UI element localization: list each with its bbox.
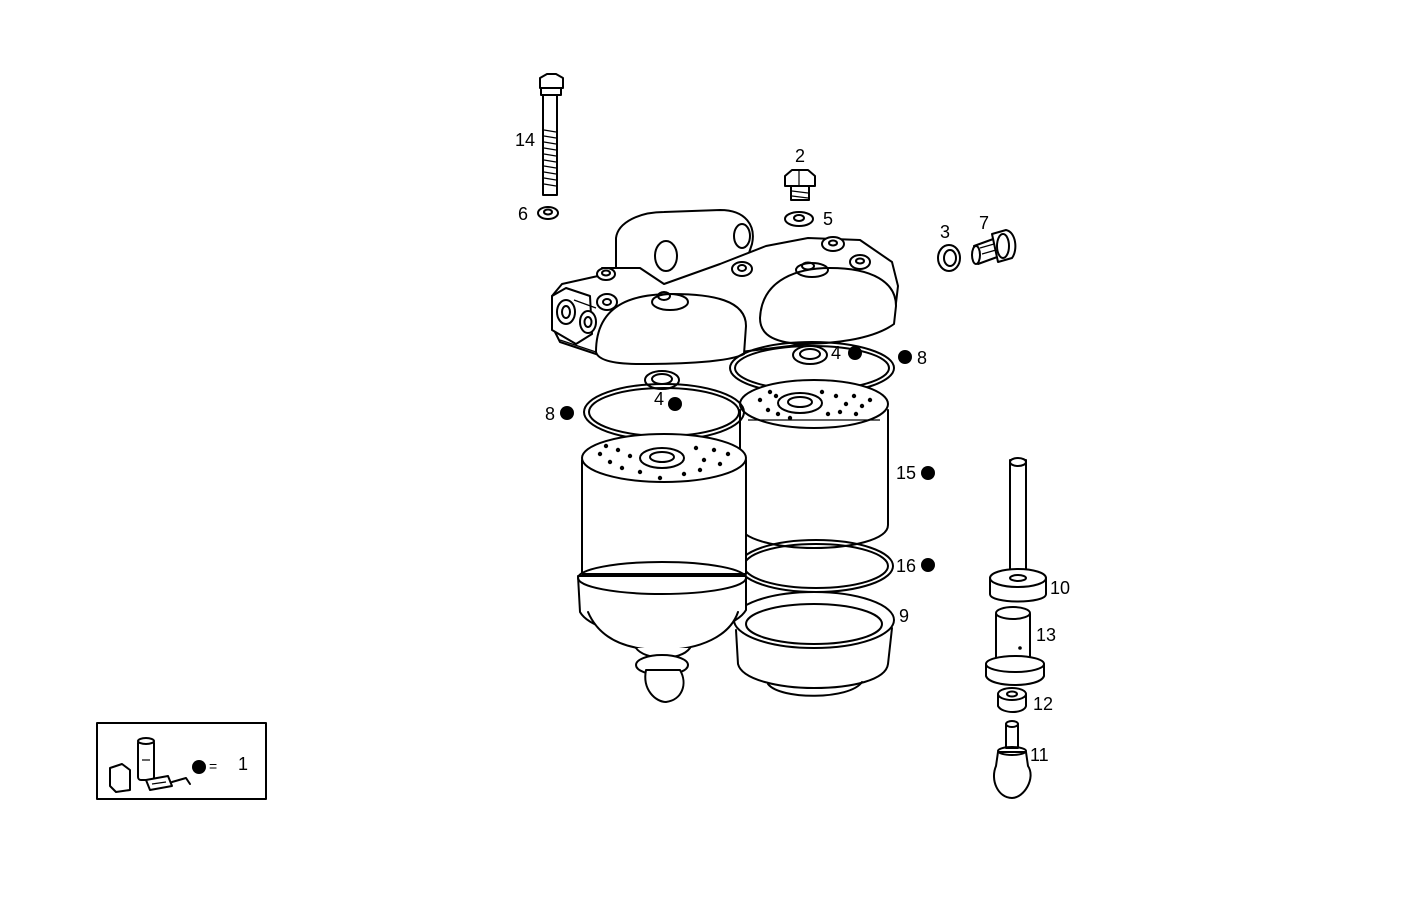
callout-14: 14 (515, 130, 535, 150)
callout-13: 13 (1036, 625, 1056, 645)
callout-9: 9 (899, 606, 909, 626)
kit-dot-8-right (898, 350, 912, 364)
part-9-bowl (733, 591, 895, 697)
callout-15: 15 (896, 463, 916, 483)
part-3-seal (937, 244, 961, 272)
callouts: 14 6 2 5 3 7 4 8 8 4 15 16 9 10 13 12 11 (515, 130, 1070, 765)
callout-11: 11 (1030, 745, 1049, 765)
callout-3: 3 (940, 222, 950, 242)
legend-equals: = (209, 758, 217, 774)
part-10-tube-and-washer (989, 457, 1047, 603)
kit-dot-legend (192, 760, 206, 774)
kit-dot-15 (921, 466, 935, 480)
callout-6: 6 (518, 204, 528, 224)
repair-kit-icon (109, 737, 191, 793)
part-5-washer (784, 211, 814, 227)
kit-dot-16 (921, 558, 935, 572)
callout-4-left: 4 (654, 389, 664, 409)
kit-dot-4-right (848, 346, 862, 360)
callout-8-right: 8 (917, 348, 927, 368)
callout-8-left: 8 (545, 404, 555, 424)
callout-16: 16 (896, 556, 916, 576)
part-6-washer (537, 206, 559, 220)
part-15-filter-element (739, 379, 889, 549)
part-12-nut (997, 687, 1027, 713)
callout-2: 2 (795, 146, 805, 166)
part-14-bolt (539, 73, 564, 196)
part-2-bolt (784, 169, 816, 201)
part-13-valve-body (985, 606, 1045, 686)
left-filter-bowl (577, 561, 747, 703)
kit-dot-8-left (560, 406, 574, 420)
part-4-right-seal (792, 345, 828, 365)
callout-10: 10 (1050, 578, 1070, 598)
part-4-left-seal (644, 370, 680, 390)
left-filter-element (581, 433, 747, 575)
repair-kit-legend: = 1 (96, 722, 267, 800)
kit-dot-4-left (668, 397, 682, 411)
callout-5: 5 (823, 209, 833, 229)
legend-kit-number: 1 (238, 754, 248, 774)
part-7-plug (971, 229, 1017, 265)
callout-7: 7 (979, 213, 989, 233)
part-11-drain-plug (993, 720, 1032, 799)
callout-4-right: 4 (831, 343, 841, 363)
callout-12: 12 (1033, 694, 1053, 714)
filter-head (551, 209, 899, 365)
